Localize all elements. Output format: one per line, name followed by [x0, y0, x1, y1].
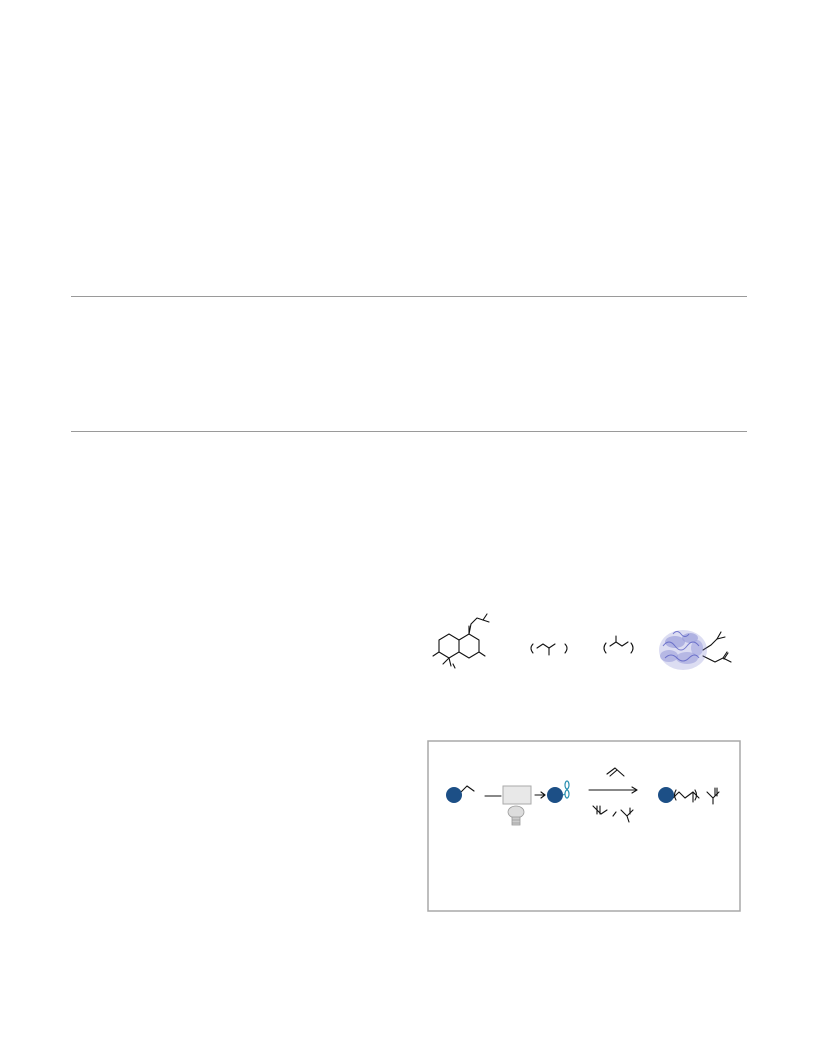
protein-sphere-start — [446, 787, 462, 803]
isoprene-unit — [530, 643, 568, 656]
isoprenoid-unit — [603, 635, 634, 654]
horizontal-rule-top — [71, 296, 747, 297]
protein-sphere-product — [658, 787, 674, 803]
scheme-frame — [427, 740, 741, 912]
natural-product-to-protein-figure — [432, 613, 732, 670]
linker-icon — [562, 780, 570, 799]
light-bulb-icon — [507, 805, 525, 826]
horizontal-rule-bottom — [71, 431, 747, 432]
terpene-structure — [432, 613, 490, 669]
protein-sphere-intermediate — [547, 787, 563, 803]
reagent-box — [502, 785, 532, 805]
protein-modification-scheme — [427, 740, 741, 912]
prenyl-chain — [702, 631, 732, 663]
